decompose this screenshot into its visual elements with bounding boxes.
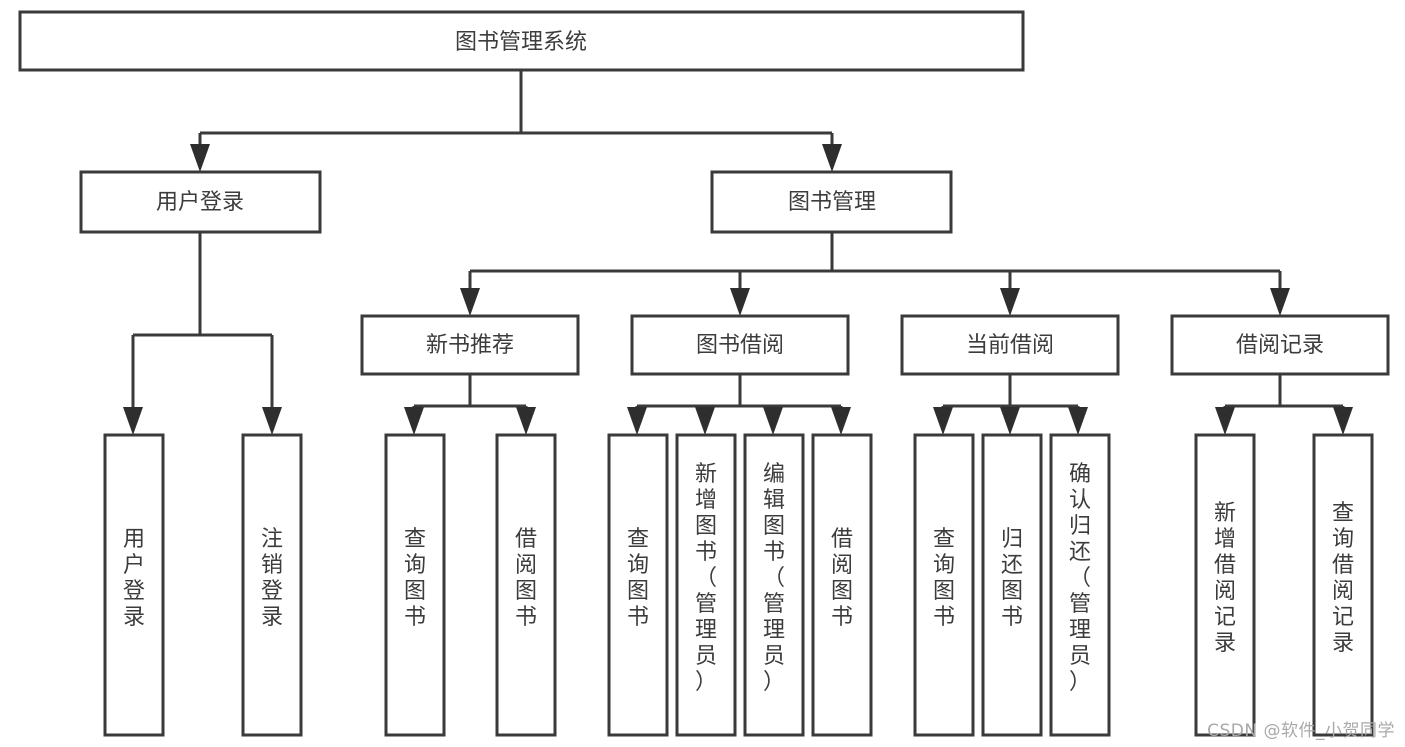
- node-new-book-recommend-label: 新书推荐: [426, 333, 514, 358]
- node-leaf-query-book-3-label: 查询图书: [933, 527, 955, 630]
- node-leaf-query-book-1-label: 查询图书: [404, 527, 426, 630]
- arrow-head-leaf-edit-book: [763, 407, 783, 435]
- node-new-book-recommend-box[interactable]: [360, 314, 580, 376]
- arrow-head-leaf-add-book: [695, 407, 715, 435]
- node-leaf-borrow-book-1[interactable]: 借阅图书: [495, 433, 557, 737]
- node-leaf-confirm-return[interactable]: 确认归还（管理员）: [1049, 433, 1111, 737]
- node-leaf-borrow-book-1-label: 借阅图书: [515, 527, 537, 630]
- arrow-head-leaf-return-book: [1000, 407, 1020, 435]
- node-leaf-add-book-box[interactable]: [675, 433, 737, 737]
- node-leaf-query-book-3-box[interactable]: [913, 433, 975, 737]
- node-new-book-recommend[interactable]: 新书推荐: [360, 314, 580, 376]
- arrow-head-borrow-record: [1270, 288, 1290, 316]
- connector-layer: [123, 70, 1353, 435]
- node-book-manage-box[interactable]: [710, 170, 953, 234]
- arrow-head-book-manage: [822, 144, 842, 172]
- arrow-head-leaf-borrow-book-2: [831, 407, 851, 435]
- node-leaf-borrow-book-2-box[interactable]: [811, 433, 873, 737]
- node-leaf-add-record-box[interactable]: [1194, 433, 1256, 737]
- node-leaf-query-record-box[interactable]: [1312, 433, 1374, 737]
- node-leaf-add-book[interactable]: 新增图书（管理员）: [675, 433, 737, 737]
- node-leaf-return-book[interactable]: 归还图书: [981, 433, 1043, 737]
- node-leaf-query-book-3[interactable]: 查询图书: [913, 433, 975, 737]
- arrow-head-leaf-confirm-return: [1068, 407, 1088, 435]
- node-leaf-borrow-book-2-label: 借阅图书: [831, 527, 853, 630]
- arrow-head-leaf-logout-login: [262, 407, 282, 435]
- node-book-manage[interactable]: 图书管理: [710, 170, 953, 234]
- node-leaf-logout-login[interactable]: 注销登录: [241, 433, 303, 737]
- arrow-head-user-login: [190, 144, 210, 172]
- node-leaf-add-record-label: 新增借阅记录: [1214, 501, 1236, 656]
- node-book-borrow-box[interactable]: [630, 314, 850, 376]
- node-current-borrow-label: 当前借阅: [966, 333, 1054, 358]
- node-current-borrow[interactable]: 当前借阅: [900, 314, 1120, 376]
- node-leaf-borrow-book-2[interactable]: 借阅图书: [811, 433, 873, 737]
- node-leaf-user-login-label: 用户登录: [123, 527, 145, 630]
- node-book-borrow[interactable]: 图书借阅: [630, 314, 850, 376]
- node-leaf-confirm-return-box[interactable]: [1049, 433, 1111, 737]
- arrow-head-leaf-add-record: [1215, 407, 1235, 435]
- node-borrow-record[interactable]: 借阅记录: [1170, 314, 1390, 376]
- node-root-box[interactable]: [18, 10, 1025, 72]
- node-current-borrow-box[interactable]: [900, 314, 1120, 376]
- node-leaf-return-book-box[interactable]: [981, 433, 1043, 737]
- node-leaf-add-record[interactable]: 新增借阅记录: [1194, 433, 1256, 737]
- node-leaf-add-book-label: 新增图书（管理员）: [695, 462, 717, 695]
- arrow-head-leaf-borrow-book-1: [516, 407, 536, 435]
- arrow-head-book-borrow: [730, 288, 750, 316]
- node-book-borrow-label: 图书借阅: [696, 333, 784, 358]
- node-leaf-logout-login-label: 注销登录: [261, 527, 283, 630]
- node-leaf-query-book-2-label: 查询图书: [627, 527, 649, 630]
- node-leaf-logout-login-box[interactable]: [241, 433, 303, 737]
- arrow-head-leaf-query-record: [1333, 407, 1353, 435]
- node-leaf-confirm-return-label: 确认归还（管理员）: [1069, 462, 1091, 695]
- node-user-login-box[interactable]: [79, 170, 322, 234]
- node-leaf-query-record-label: 查询借阅记录: [1332, 501, 1354, 656]
- arrow-head-leaf-query-book-1: [404, 407, 424, 435]
- node-leaf-borrow-book-1-box[interactable]: [495, 433, 557, 737]
- arrow-head-leaf-query-book-2: [627, 407, 647, 435]
- node-user-login[interactable]: 用户登录: [79, 170, 322, 234]
- node-leaf-return-book-label: 归还图书: [1001, 527, 1023, 630]
- arrow-head-new-book-recommend: [460, 288, 480, 316]
- arrow-head-leaf-query-book-3: [933, 407, 953, 435]
- node-leaf-query-book-2[interactable]: 查询图书: [607, 433, 669, 737]
- node-book-manage-label: 图书管理: [788, 190, 876, 215]
- node-leaf-query-book-2-box[interactable]: [607, 433, 669, 737]
- node-user-login-label: 用户登录: [156, 190, 244, 215]
- node-borrow-record-box[interactable]: [1170, 314, 1390, 376]
- node-leaf-edit-book[interactable]: 编辑图书（管理员）: [743, 433, 805, 737]
- node-borrow-record-label: 借阅记录: [1236, 333, 1324, 358]
- node-leaf-query-record[interactable]: 查询借阅记录: [1312, 433, 1374, 737]
- arrow-head-current-borrow: [1000, 288, 1020, 316]
- node-leaf-user-login[interactable]: 用户登录: [103, 433, 165, 737]
- node-root[interactable]: 图书管理系统: [18, 10, 1025, 72]
- node-leaf-query-book-1-box[interactable]: [384, 433, 446, 737]
- node-leaf-query-book-1[interactable]: 查询图书: [384, 433, 446, 737]
- node-leaf-user-login-box[interactable]: [103, 433, 165, 737]
- node-leaf-edit-book-box[interactable]: [743, 433, 805, 737]
- csdn-watermark: CSDN @软件_小贺同学: [1207, 721, 1395, 741]
- arrow-head-leaf-user-login: [123, 407, 143, 435]
- node-root-label: 图书管理系统: [455, 30, 587, 55]
- node-leaf-edit-book-label: 编辑图书（管理员）: [763, 462, 785, 695]
